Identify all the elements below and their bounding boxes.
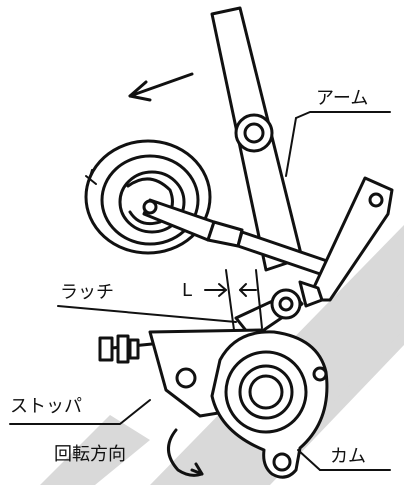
rotation-label: 回転方向 (54, 444, 126, 465)
latch (225, 269, 324, 340)
right-plate (306, 176, 394, 302)
arrow-left-icon (128, 72, 194, 102)
gap-label: L (182, 280, 193, 301)
gap-dimension (204, 283, 257, 297)
drum (84, 139, 212, 255)
arm-label: アーム (316, 88, 369, 109)
leader-lines (9, 111, 391, 471)
latch-label: ラッチ (60, 282, 114, 303)
curved-arrow-icon (167, 428, 204, 477)
stopper-label: ストッパ (10, 396, 82, 417)
cam (210, 330, 329, 479)
cam-label: カム (330, 446, 366, 467)
